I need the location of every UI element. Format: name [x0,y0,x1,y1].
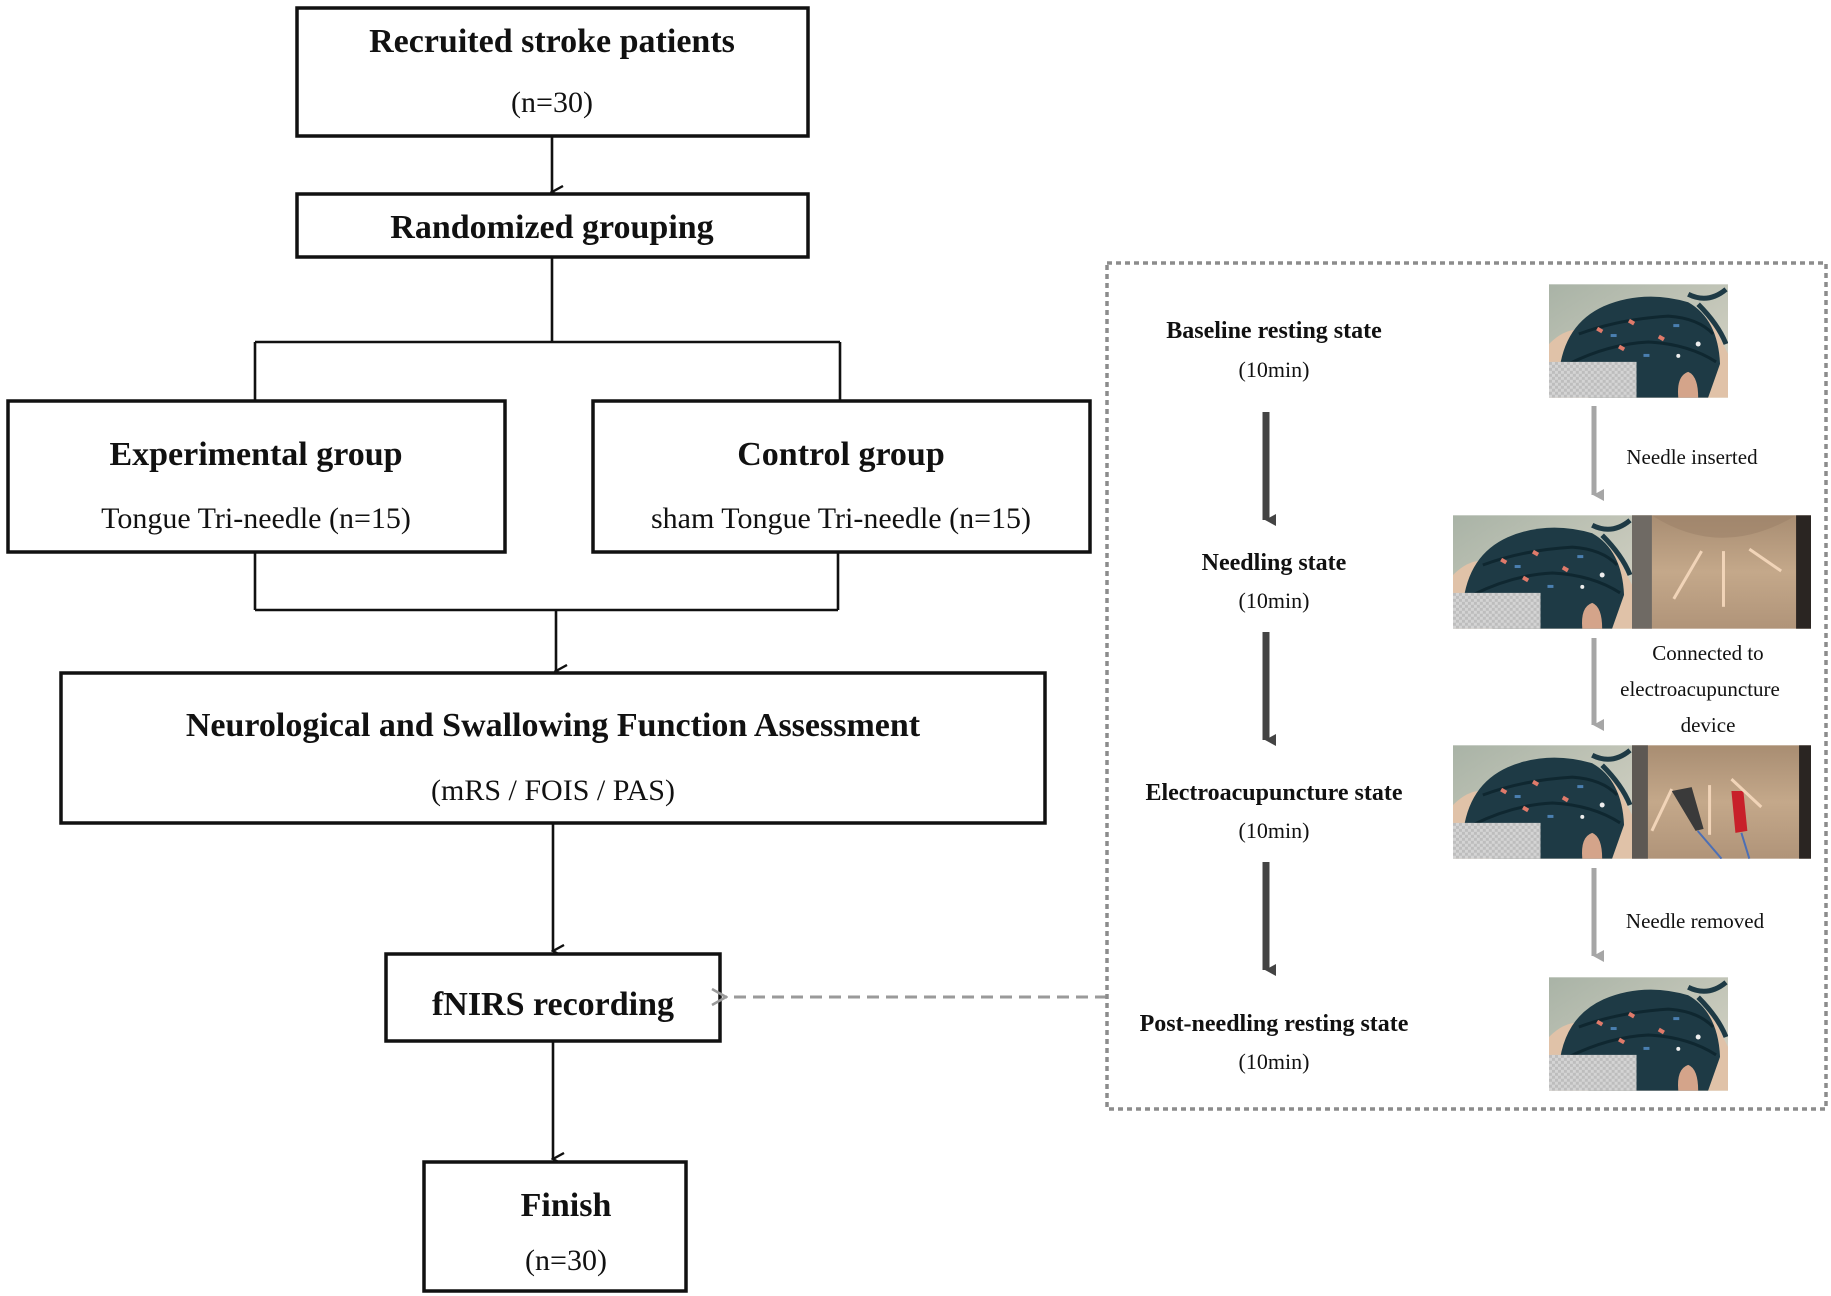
transition-line: device [1681,713,1736,737]
finish-count: (n=30) [525,1244,607,1277]
state-duration: (10min) [1239,588,1310,613]
transition-label: Needle removed [1626,909,1765,933]
state-label: Baseline resting state [1166,318,1382,344]
state-duration: (10min) [1239,357,1310,382]
state-label: Post-needling resting state [1140,1011,1409,1037]
recruited-box: Recruited stroke patients (n=30) [295,6,810,138]
transition-line: electroacupuncture [1620,677,1780,701]
transition-connected: Connected to electroacupuncture device [1620,641,1780,737]
state-baseline: Baseline resting state (10min) [1166,318,1382,382]
control-title: Control group [737,436,945,473]
assessment-box: Neurological and Swallowing Function Ass… [59,671,1047,825]
state-duration: (10min) [1239,818,1310,843]
randomized-title: Randomized grouping [390,209,713,246]
control-intervention: sham Tongue Tri-needle (n=15) [651,502,1031,535]
experimental-group-box: Experimental group Tongue Tri-needle (n=… [6,399,507,554]
finish-box: Finish (n=30) [422,1160,688,1293]
randomized-box: Randomized grouping [295,192,810,259]
transition-label: Needle inserted [1626,445,1758,469]
fnirs-cap-photo [1549,284,1728,397]
needling-photo [1453,515,1811,629]
state-label: Electroacupuncture state [1145,780,1402,806]
recruited-title: Recruited stroke patients [369,23,735,60]
state-electroacupuncture: Electroacupuncture state (10min) [1145,780,1402,843]
control-group-box: Control group sham Tongue Tri-needle (n=… [591,399,1092,554]
experimental-intervention: Tongue Tri-needle (n=15) [101,502,411,535]
branch-connector [253,257,842,401]
fnirs-recording-box: fNIRS recording [384,952,722,1043]
finish-title: Finish [521,1187,612,1224]
recruited-count: (n=30) [511,86,593,119]
state-duration: (10min) [1239,1049,1310,1074]
state-label: Needling state [1202,550,1347,576]
electroacupuncture-photo [1453,745,1811,859]
state-needling: Needling state (10min) [1202,550,1347,613]
transition-line: Connected to [1652,641,1763,665]
assessment-title: Neurological and Swallowing Function Ass… [186,707,921,744]
fnirs-title: fNIRS recording [432,986,674,1023]
post-needling-photo [1549,977,1728,1090]
experimental-title: Experimental group [109,436,402,473]
merge-connector [253,552,840,612]
assessment-scales: (mRS / FOIS / PAS) [431,774,675,807]
state-post-needling: Post-needling resting state (10min) [1140,1011,1409,1074]
